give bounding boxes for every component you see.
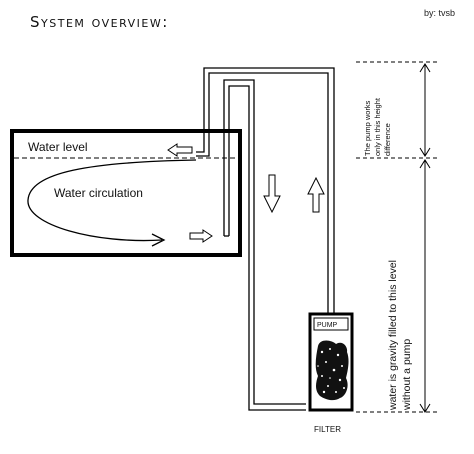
gravity-up-arrow-icon [419, 159, 431, 169]
filter-label: FILTER [314, 425, 341, 434]
pump-height-up-arrow-icon [419, 63, 431, 73]
pump-box [313, 317, 349, 331]
pump-height-note: The pump works only in this height diffe… [363, 97, 392, 156]
pump-height-line-1: The pump works [363, 100, 372, 156]
gravity-down-arrow-icon [419, 403, 431, 413]
gravity-line-1: water is gravity filled to this level [387, 260, 399, 411]
return-pipe-inner [196, 72, 329, 318]
filter-media [315, 340, 349, 401]
water-circulation-loop [27, 159, 197, 242]
water-level-label: Water level [28, 140, 88, 154]
gravity-note: water is gravity filled to this level wi… [387, 260, 413, 411]
gravity-line-2: without a pump [401, 339, 413, 411]
diagram-title: System overview: [30, 13, 169, 31]
up-flow-arrow-icon [307, 176, 325, 213]
intake-pipe [223, 79, 306, 405]
inlet-arrow-icon [189, 229, 213, 243]
tank [10, 129, 242, 257]
pump-label: PUMP [317, 322, 338, 329]
author-credit: by: tvsb [424, 8, 455, 18]
pump-height-down-arrow-icon [419, 147, 431, 157]
water-circulation-label: Water circulation [54, 186, 143, 200]
pump-height-line-3: difference [383, 123, 392, 156]
down-flow-arrow-icon [263, 174, 281, 214]
circulation-arrowhead-icon [151, 233, 166, 247]
outlet-arrow-icon [167, 143, 193, 157]
pump-height-line-2: only in this height [373, 97, 382, 156]
intake-pipe-inner [228, 85, 306, 411]
return-pipe [196, 67, 335, 318]
